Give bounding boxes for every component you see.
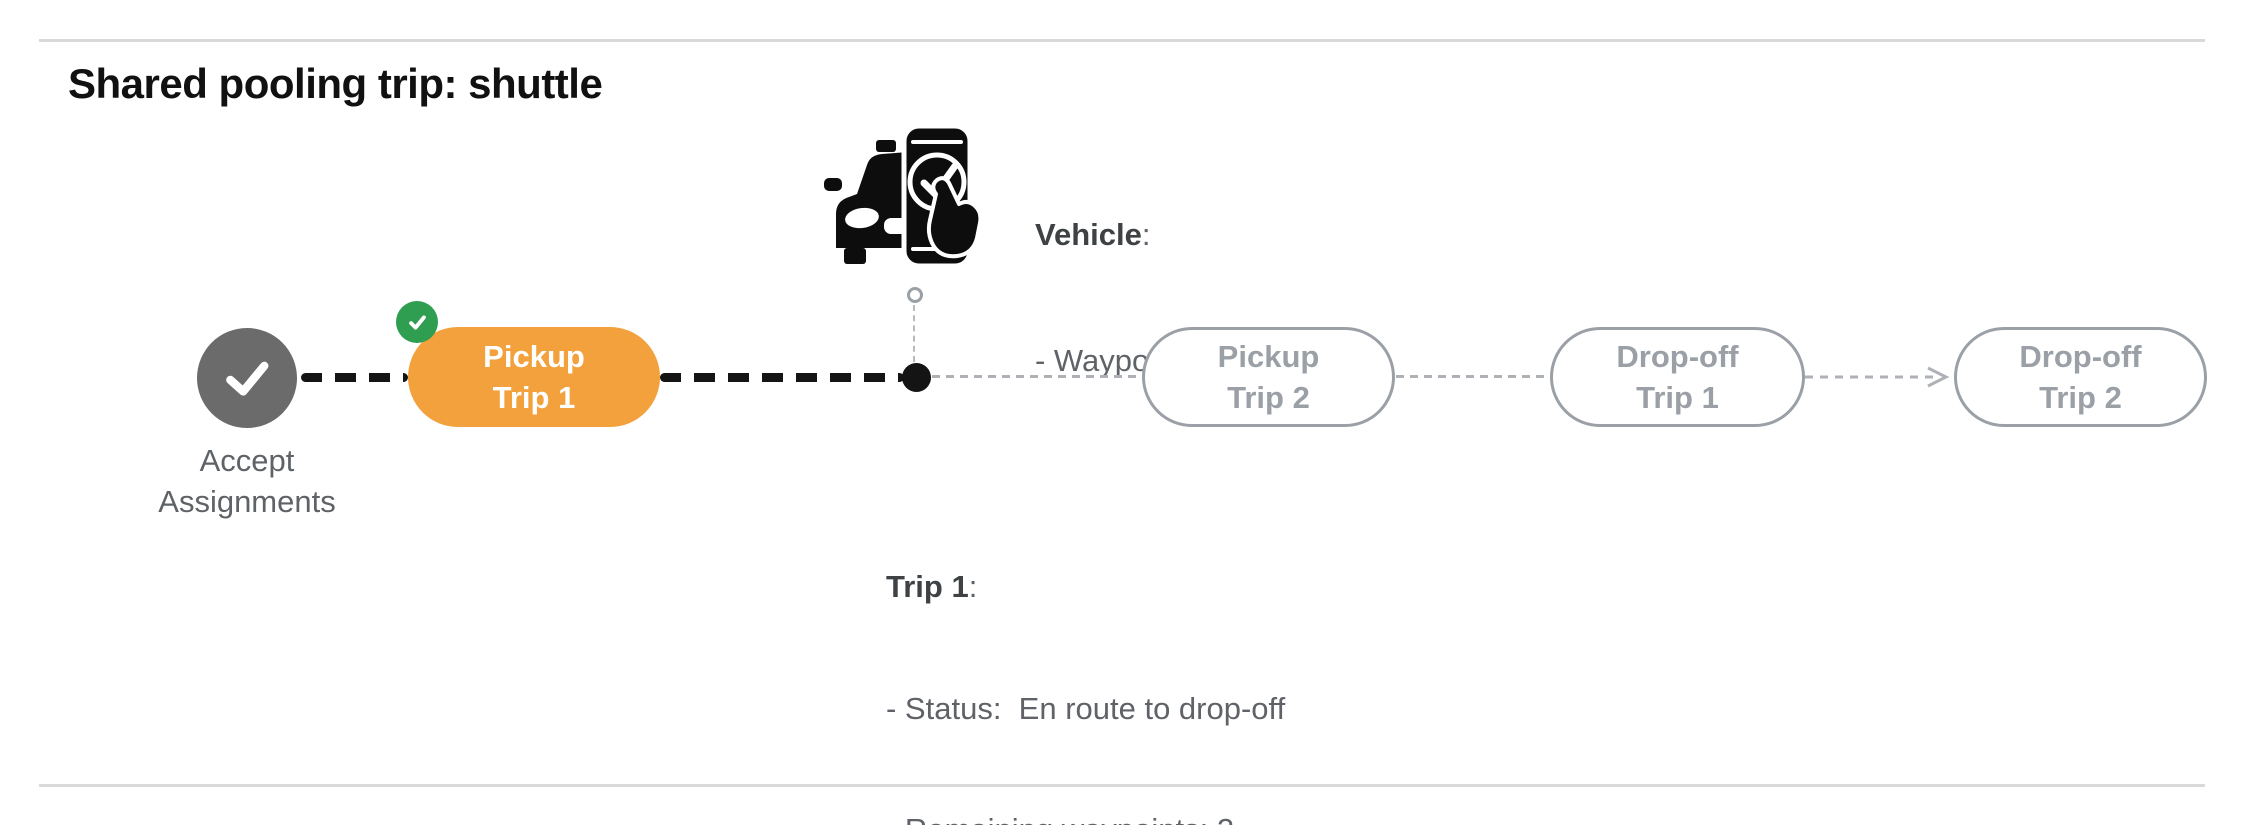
trip1-status-line: - Status: En route to drop-off — [886, 690, 1286, 726]
stop-pill-pickup-trip-1: Pickup Trip 1 — [408, 327, 660, 427]
checkmark-icon — [226, 361, 269, 396]
vehicle-leader-line — [913, 305, 915, 362]
accept-assignments-label: Accept Assignments — [77, 440, 417, 522]
stop-label-line2: Trip 1 — [1636, 380, 1719, 415]
stop-label-line1: Pickup — [483, 339, 585, 374]
stop-label-line1: Drop-off — [2019, 339, 2142, 374]
trip1-title: Trip 1 — [886, 569, 969, 604]
trip-status-panel: Trip 1: - Status: En route to drop-off -… — [886, 486, 1285, 825]
stop-pill-pickup-trip-2: Pickup Trip 2 — [1142, 327, 1395, 427]
stop-label-line1: Pickup — [1217, 339, 1320, 374]
completed-badge — [396, 301, 438, 343]
stop-label-line2: Trip 1 — [492, 380, 576, 415]
stop-pill-dropoff-trip-2: Drop-off Trip 2 — [1954, 327, 2207, 427]
trip1-waypoints-line: - Remaining waypoints: 2 — [886, 810, 1285, 825]
stop-pill-dropoff-trip-1: Drop-off Trip 1 — [1550, 327, 1805, 427]
stop-label-line1: Drop-off — [1616, 339, 1739, 374]
vehicle-note-label: Vehicle — [1035, 217, 1142, 252]
vehicle-note-colon: : — [1141, 217, 1151, 252]
route-segment-upcoming-arrow — [1805, 366, 1950, 388]
checkmark-icon — [408, 314, 426, 330]
accept-assignments-label-line2: Assignments — [158, 484, 336, 519]
bottom-divider — [39, 784, 2205, 787]
route-segment-upcoming-2 — [1396, 375, 1550, 378]
stop-label-line2: Trip 2 — [2039, 380, 2122, 415]
trip1-heading: Trip 1: — [886, 567, 1285, 608]
car-phone-check-icon — [824, 123, 983, 269]
page-title: Shared pooling trip: shuttle — [68, 60, 603, 107]
route-segment-completed-1 — [301, 373, 408, 382]
vehicle-anchor-circle — [907, 287, 923, 303]
accept-assignments-node — [197, 328, 297, 428]
route-segment-completed-2 — [660, 373, 904, 382]
stop-label-line2: Trip 2 — [1227, 380, 1310, 415]
top-divider — [39, 39, 2205, 42]
route-segment-upcoming-1 — [932, 375, 1142, 378]
trip1-colon: : — [968, 569, 978, 604]
vehicle-note-heading: Vehicle: — [1035, 214, 1232, 256]
vehicle-position-dot — [902, 363, 931, 392]
accept-assignments-label-line1: Accept — [199, 443, 295, 478]
